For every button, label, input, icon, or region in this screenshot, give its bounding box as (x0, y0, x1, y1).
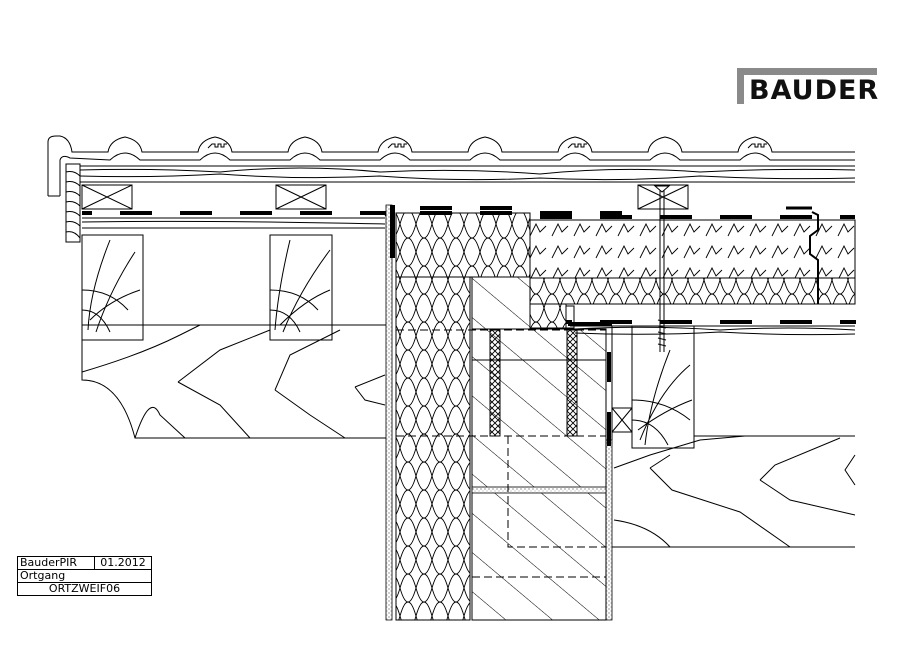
mineral-wool-small (529, 303, 567, 329)
anchor-strip-1 (489, 329, 501, 437)
boarding-under-pir (565, 303, 856, 336)
wall-plate-right (612, 435, 856, 548)
batten-board (79, 165, 856, 183)
title-block-row-3: ORTZWEIF06 (18, 583, 151, 595)
pir-insulation (529, 219, 856, 279)
small-batten (611, 407, 633, 433)
logo-bar-top (737, 68, 877, 75)
mortar-joint (471, 486, 607, 494)
mineral-wool-strip (529, 277, 856, 305)
fastener-screw (653, 185, 671, 352)
drawing-code: ORTZWEIF06 (48, 582, 121, 595)
drawing-date: 01.2012 (100, 556, 146, 569)
rafter-left-1 (81, 234, 144, 341)
counter-battens (81, 184, 689, 210)
sealing-strip-2 (607, 412, 611, 446)
wall-plate-left (81, 324, 390, 439)
detail-name: Ortgang (20, 569, 66, 582)
logo-text: BAUDER (749, 75, 880, 106)
bauder-logo: BAUDER (737, 68, 880, 106)
edge-flashing (390, 205, 395, 258)
tongue-groove-joint (809, 211, 819, 304)
hidden-lines (396, 329, 606, 578)
product-name: BauderPIR (18, 557, 95, 569)
plaster-right (605, 439, 613, 621)
plaster-left (385, 204, 393, 621)
anchor-strip-2 (566, 329, 578, 437)
rafter-left-2 (269, 234, 333, 341)
verge-board (65, 163, 81, 243)
rafter-right (631, 325, 695, 449)
title-block: BauderPIR 01.2012 Ortgang ORTZWEIF06 (17, 556, 152, 596)
wall-wool (395, 276, 471, 621)
title-block-row-1: BauderPIR 01.2012 (18, 557, 151, 570)
logo-bar-left (737, 68, 744, 104)
roof-tiles (47, 135, 855, 197)
title-block-row-2: Ortgang (18, 570, 151, 583)
mineral-wool-upper (395, 212, 531, 278)
sealing-strip-1 (607, 352, 611, 382)
